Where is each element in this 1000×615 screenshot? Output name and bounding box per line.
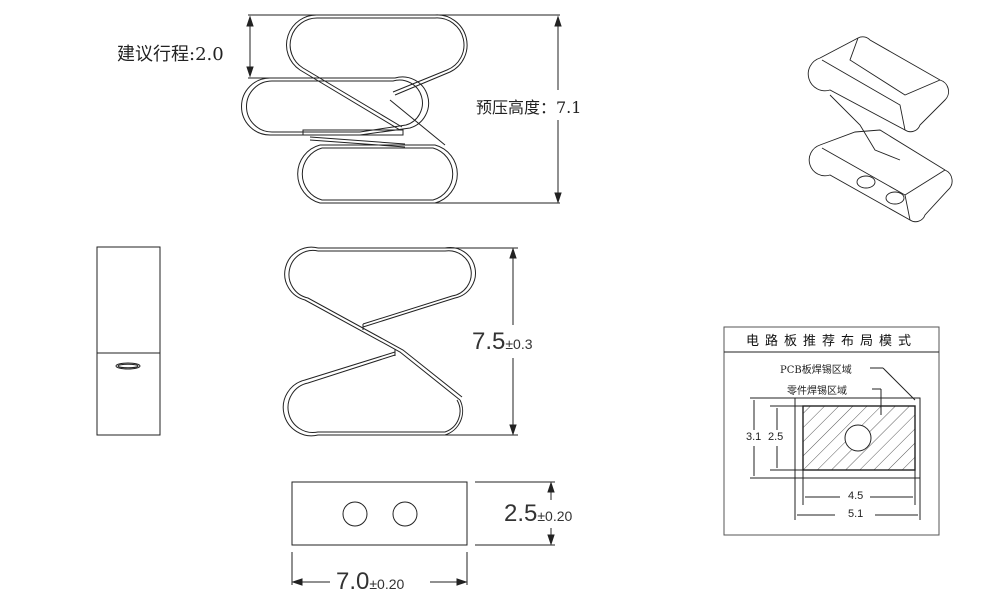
outer-width-label: 5.1 [848,508,864,520]
height-tolerance: ±0.3 [505,336,533,352]
length-value: 7.0 [336,568,370,595]
inner-width-label: 4.5 [848,490,864,502]
compressed-spring-view [241,14,562,204]
outer-height-label: 3.1 [746,431,762,443]
preload-height-label: 预压高度：7.1 [476,98,582,117]
part-pad-label: 零件焊锡区域 [787,386,847,397]
height-dimension: 7.5±0.3 [472,328,533,356]
width-dimension: 2.5±0.20 [504,500,572,528]
stroke-label: 建议行程:2.0 [117,44,224,65]
pcb-layout-box [723,326,940,536]
width-value: 2.5 [504,500,538,527]
inner-height-label: 2.5 [768,431,784,443]
pcb-pad-label: PCB板焊锡区域 [780,365,852,376]
side-view [96,246,161,436]
bottom-view [291,481,555,586]
isometric-view [807,36,953,223]
pcb-layout-title: 电路板推荐布局模式 [745,334,917,349]
width-tolerance: ±0.20 [537,508,573,524]
height-value: 7.5 [472,328,506,355]
length-tolerance: ±0.20 [369,576,405,592]
free-spring-view [282,246,518,437]
length-dimension: 7.0±0.20 [336,568,404,596]
